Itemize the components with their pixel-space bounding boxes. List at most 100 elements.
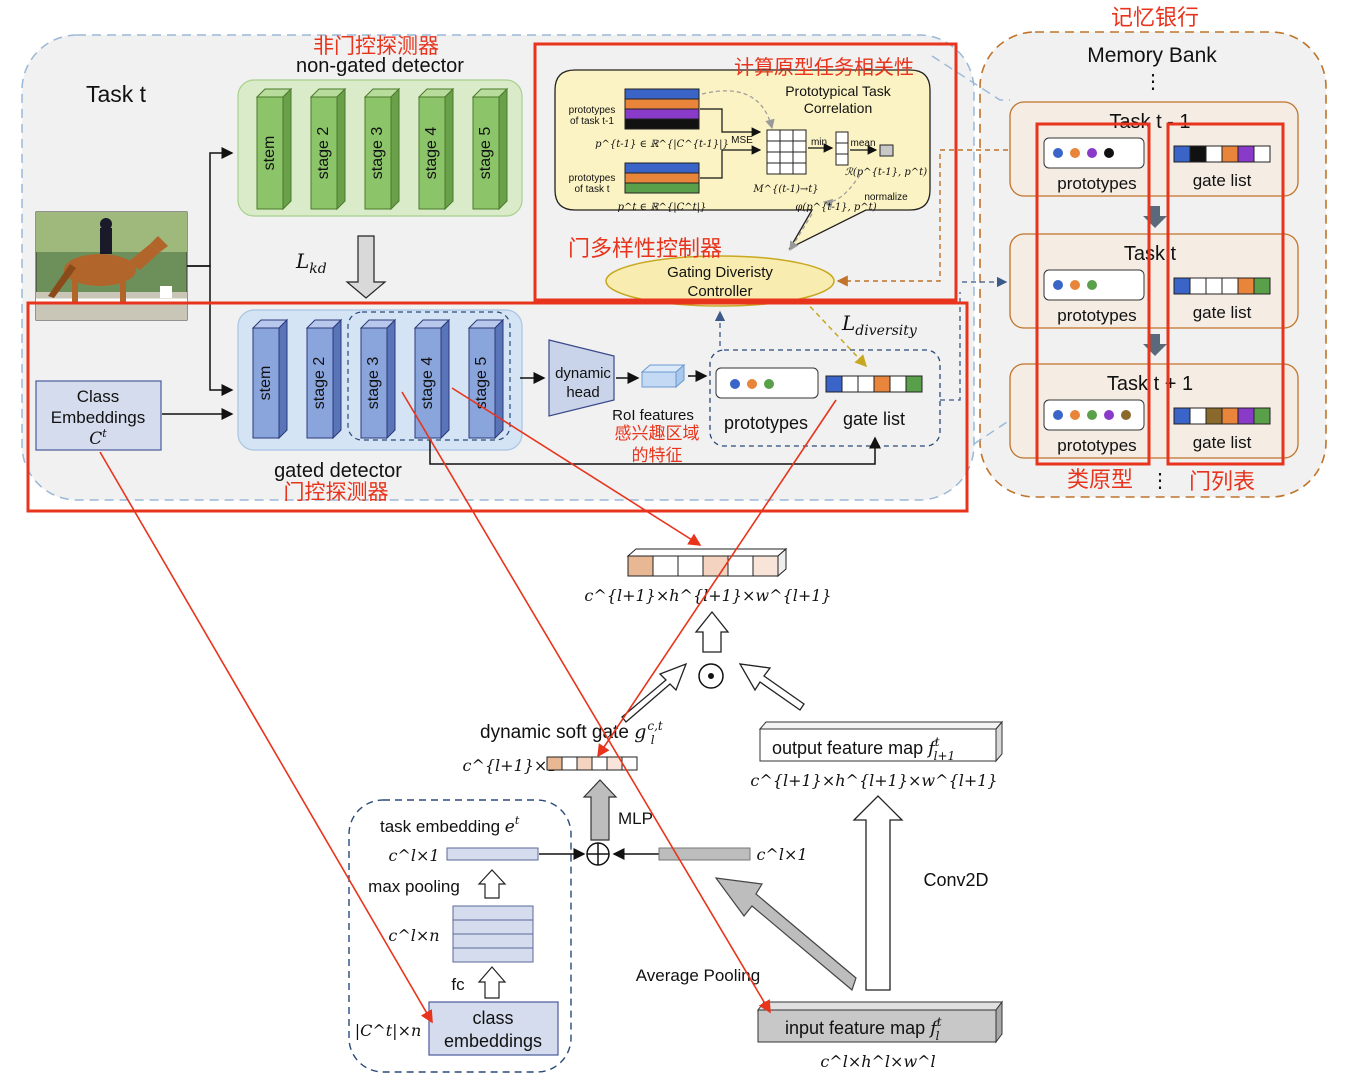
svg-text:c^l×1: c^l×1 <box>388 846 439 865</box>
kd-arrow <box>345 235 387 299</box>
stage-block-1: stage 2 <box>309 87 347 211</box>
prototype-dot <box>1070 148 1080 158</box>
svg-text:task embedding et: task embedding et <box>380 814 520 837</box>
memory-cn: 记忆银行 <box>1111 6 1199 31</box>
tensor-cell <box>627 555 654 577</box>
stage-label: stage 2 <box>315 127 332 180</box>
svg-text:φ(p^{t-1}, p^t): φ(p^{t-1}, p^t) <box>795 202 876 213</box>
memory-task-name: Task t - 1 <box>1109 111 1190 133</box>
svg-text:c^{l+1}×h^{l+1}×w^{l+1}: c^{l+1}×h^{l+1}×w^{l+1} <box>750 771 997 790</box>
gate-cell <box>1189 145 1207 163</box>
stage-block-2: stage 3 <box>359 318 397 440</box>
prototype-dot <box>1104 148 1114 158</box>
svg-text:gate list: gate list <box>1193 433 1252 452</box>
non-gated-cn: 非门控探测器 <box>313 34 439 58</box>
pooled-vector <box>658 847 751 861</box>
svg-text:Average Pooling: Average Pooling <box>636 966 760 985</box>
red-link-stage5 <box>451 387 702 546</box>
svg-text:⋮: ⋮ <box>1143 71 1163 93</box>
gate-cell <box>1221 145 1239 163</box>
svg-text:p^t ∈ ℝ^{|C^t|}: p^t ∈ ℝ^{|C^t|} <box>618 202 707 213</box>
gated-cn: 门控探测器 <box>284 480 389 504</box>
svg-text:c^l×n: c^l×n <box>388 926 439 945</box>
tensor-cell <box>727 555 754 577</box>
gate-cell <box>1237 277 1255 295</box>
svg-text:input feature map ftl: input feature map ftl <box>785 1015 942 1043</box>
roi-features-label: RoI features <box>612 407 694 424</box>
prototype-dot <box>1070 280 1080 290</box>
svg-text:prototypes: prototypes <box>1057 174 1136 193</box>
gate-cell <box>576 756 593 771</box>
stage-label: stage 4 <box>419 357 436 410</box>
gate-cell <box>621 756 638 771</box>
diversity-loss: Ldiversity <box>841 311 918 339</box>
gate-cell <box>1189 277 1207 295</box>
stage-block-1: stage 2 <box>305 318 343 440</box>
svg-text:Ct: Ct <box>89 427 107 449</box>
gate-cell <box>1173 277 1191 295</box>
stage-block-3: stage 4 <box>413 318 451 440</box>
svg-text:gate list: gate list <box>1193 303 1252 322</box>
gate-cell <box>873 375 891 393</box>
gate-list-cn: 门列表 <box>1189 470 1255 495</box>
svg-text:Gating Diveristy: Gating Diveristy <box>667 264 773 281</box>
svg-text:Controller: Controller <box>687 283 752 300</box>
svg-text:gate list: gate list <box>843 409 905 429</box>
tensor-cell <box>652 555 679 577</box>
gate-cell <box>905 375 923 393</box>
dynamic-head <box>548 339 615 417</box>
prototype-dot <box>1104 410 1114 420</box>
prototypes-cn: 类原型 <box>1067 468 1133 493</box>
svg-text:normalize: normalize <box>864 192 908 203</box>
gated-title: gated detector <box>274 460 402 482</box>
svg-text:Prototypical Task: Prototypical Task <box>785 83 892 99</box>
svg-text:p^{t-1} ∈ ℝ^{|C^{t-1}|}: p^{t-1} ∈ ℝ^{|C^{t-1}|} <box>595 139 729 150</box>
mb-arrow-2 <box>1143 334 1167 356</box>
correlation-cn: 计算原型任务相关性 <box>734 55 914 79</box>
average-pooling-arrow <box>714 877 857 992</box>
svg-text:⋮: ⋮ <box>1150 470 1170 492</box>
gate-cell <box>1253 277 1271 295</box>
svg-text:dynamic: dynamic <box>555 365 611 382</box>
gate-cell <box>1221 407 1239 425</box>
svg-text:output feature map ftl+1: output feature map ftl+1 <box>772 735 955 763</box>
class-embeddings-box <box>35 380 162 451</box>
out-dims: c^{l+1}×h^{l+1}×w^{l+1} <box>584 586 831 605</box>
task-label: Task t <box>86 81 147 107</box>
gate-cell <box>1237 145 1255 163</box>
tensor-cell <box>677 555 704 577</box>
svg-text:Conv2D: Conv2D <box>923 870 988 890</box>
kd-loss: Lkd <box>295 249 327 277</box>
svg-text:class: class <box>472 1008 513 1028</box>
highlight-gated <box>26 301 969 513</box>
svg-text:Correlation: Correlation <box>804 100 872 116</box>
gate-cell <box>1173 145 1191 163</box>
prototype-bars-cur <box>624 162 700 194</box>
prototype-dot <box>1053 148 1063 158</box>
gate-cell <box>546 756 563 771</box>
gate-cell <box>1205 407 1223 425</box>
red-link-gatelist <box>597 399 837 758</box>
stage-label: stem <box>257 366 274 401</box>
svg-text:Class: Class <box>77 387 120 406</box>
input-image <box>35 211 188 321</box>
stage-block-4: stage 5 <box>471 87 509 211</box>
stage-block-0: stem <box>255 87 293 211</box>
svg-text:c^l×h^l×w^l: c^l×h^l×w^l <box>820 1052 935 1071</box>
gating-diversity-controller <box>605 255 835 307</box>
prototype-gate-group <box>709 349 941 447</box>
gate-cell <box>889 375 907 393</box>
svg-text:MSE: MSE <box>731 135 753 146</box>
svg-text:Embeddings: Embeddings <box>51 408 146 427</box>
stage-label: stage 2 <box>311 357 328 410</box>
prototype-dot <box>1087 280 1097 290</box>
gate-cell <box>1253 407 1271 425</box>
class-embeddings-bottom <box>428 1001 559 1056</box>
svg-text:fc: fc <box>451 975 465 994</box>
svg-text:M^{(t-1)→t}: M^{(t-1)→t} <box>752 184 818 195</box>
